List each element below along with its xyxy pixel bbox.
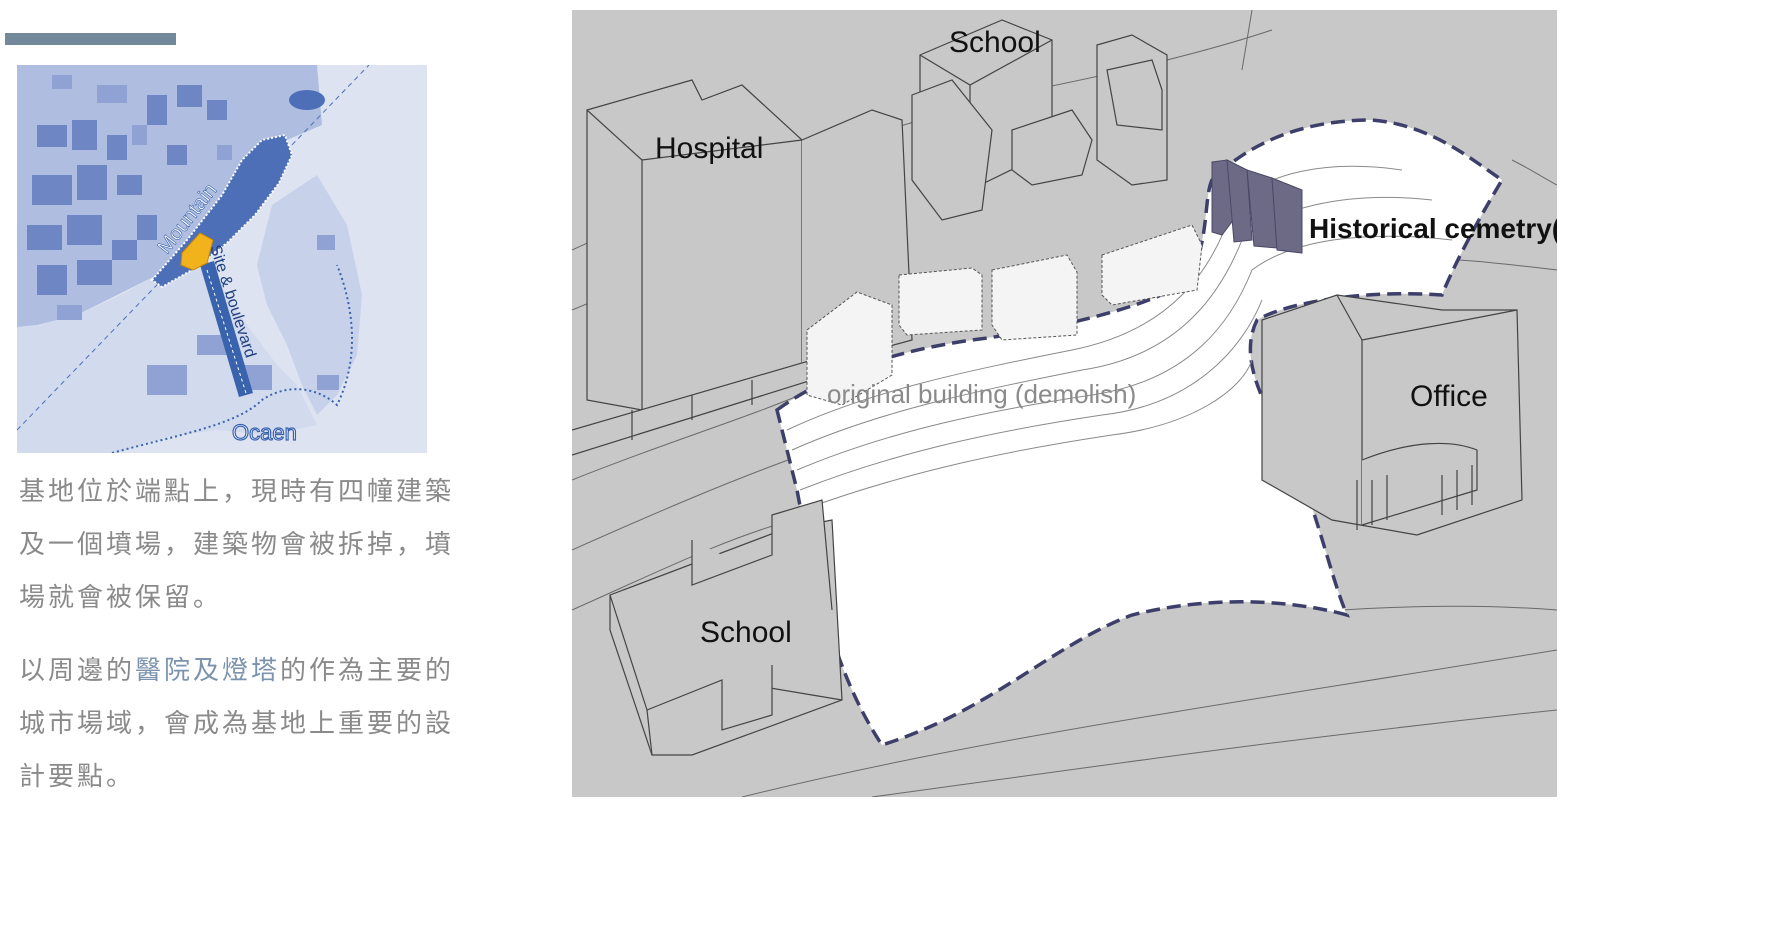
label-hospital: Hospital bbox=[655, 132, 763, 165]
label-school-top: School bbox=[949, 26, 1041, 59]
location-map-graphic: Mountain Site & boulevard Ocaen bbox=[17, 65, 427, 453]
description-paragraph-2-end: 的作為主要的城市場域，會成為基地上重要的設計要點。 bbox=[19, 656, 455, 792]
description-paragraph-1: 基地位於端點上，現時有四幢建築及一個墳場，建築物會被拆掉，墳場就會被保留。 bbox=[19, 477, 455, 613]
location-map: Mountain Site & boulevard Ocaen bbox=[17, 65, 427, 453]
label-office: Office bbox=[1410, 380, 1488, 413]
description-paragraph-2: 以周邊的醫院及燈塔的作為主要的城市場域，會成為基地上重要的設計要點。 bbox=[19, 645, 479, 804]
site-diagram: School Hospital Historical cemetry(conse… bbox=[572, 10, 1557, 797]
map-label-ocean: Ocaen bbox=[232, 420, 297, 445]
label-cemetery: Historical cemetry(conse bbox=[1309, 213, 1557, 244]
description-paragraph-2-start: 以周邊的 bbox=[19, 656, 136, 686]
site-boundary bbox=[775, 118, 1505, 748]
site-diagram-graphic: School Hospital Historical cemetry(conse… bbox=[572, 10, 1557, 797]
label-school-bottom: School bbox=[700, 616, 792, 649]
description-text: 基地位於端點上，現時有四幢建築及一個墳場，建築物會被拆掉，墳場就會被保留。 以周… bbox=[19, 466, 479, 824]
label-original-building: original building (demolish) bbox=[827, 379, 1136, 409]
description-highlight: 醫院及燈塔 bbox=[135, 656, 281, 686]
accent-bar bbox=[5, 33, 176, 45]
